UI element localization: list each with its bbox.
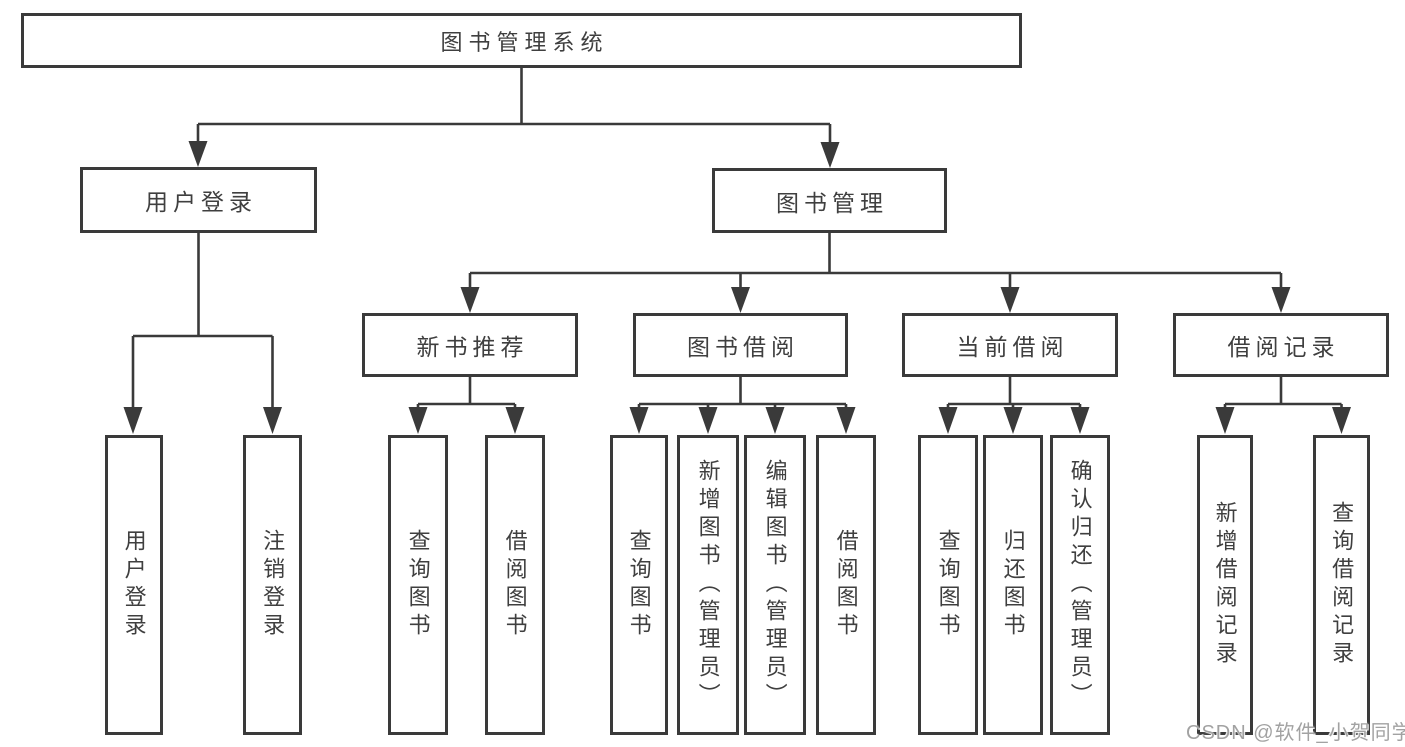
leaf-node-query-books: 查询图书 (918, 435, 978, 735)
leaf-label: 注销登录 (260, 529, 286, 641)
leaf-label: 归还图书 (1000, 529, 1026, 641)
leaf-label: 编辑图书（管理员） (762, 459, 788, 711)
leaf-node-borrow-books: 借阅图书 (816, 435, 876, 735)
leaf-node-logout: 注销登录 (243, 435, 302, 735)
leaf-label: 查询图书 (405, 529, 431, 641)
leaf-node-borrow-books: 借阅图书 (485, 435, 545, 735)
leaf-node-edit-books-admin: 编辑图书（管理员） (744, 435, 806, 735)
leaf-label: 确认归还（管理员） (1067, 459, 1093, 711)
leaf-label: 查询图书 (626, 529, 652, 641)
leaf-label: 新增图书（管理员） (695, 459, 721, 711)
branch-node-current-borrowing: 当前借阅 (902, 313, 1118, 377)
leaf-label: 查询图书 (935, 529, 961, 641)
leaf-label: 新增借阅记录 (1212, 501, 1238, 669)
leaf-node-confirm-return-admin: 确认归还（管理员） (1050, 435, 1110, 735)
leaf-node-query-books: 查询图书 (610, 435, 668, 735)
leaf-label: 查询借阅记录 (1329, 501, 1355, 669)
leaf-node-user-login: 用户登录 (105, 435, 163, 735)
leaf-label: 用户登录 (121, 529, 147, 641)
leaf-node-add-borrow-record: 新增借阅记录 (1197, 435, 1253, 735)
leaf-label: 借阅图书 (833, 529, 859, 641)
branch-node-borrow-records: 借阅记录 (1173, 313, 1389, 377)
leaf-node-add-books-admin: 新增图书（管理员） (677, 435, 739, 735)
leaf-label: 借阅图书 (502, 529, 528, 641)
leaf-node-query-books: 查询图书 (388, 435, 448, 735)
branch-node-book-borrowing: 图书借阅 (633, 313, 848, 377)
leaf-node-return-books: 归还图书 (983, 435, 1043, 735)
root-node-library-system: 图书管理系统 (21, 13, 1022, 68)
branch-node-user-login: 用户登录 (80, 167, 317, 233)
csdn-watermark: CSDN @软件_小贺同学 (1186, 722, 1405, 744)
leaf-node-query-borrow-record: 查询借阅记录 (1313, 435, 1370, 735)
branch-node-book-management: 图书管理 (712, 168, 947, 233)
branch-node-new-book-recommend: 新书推荐 (362, 313, 578, 377)
